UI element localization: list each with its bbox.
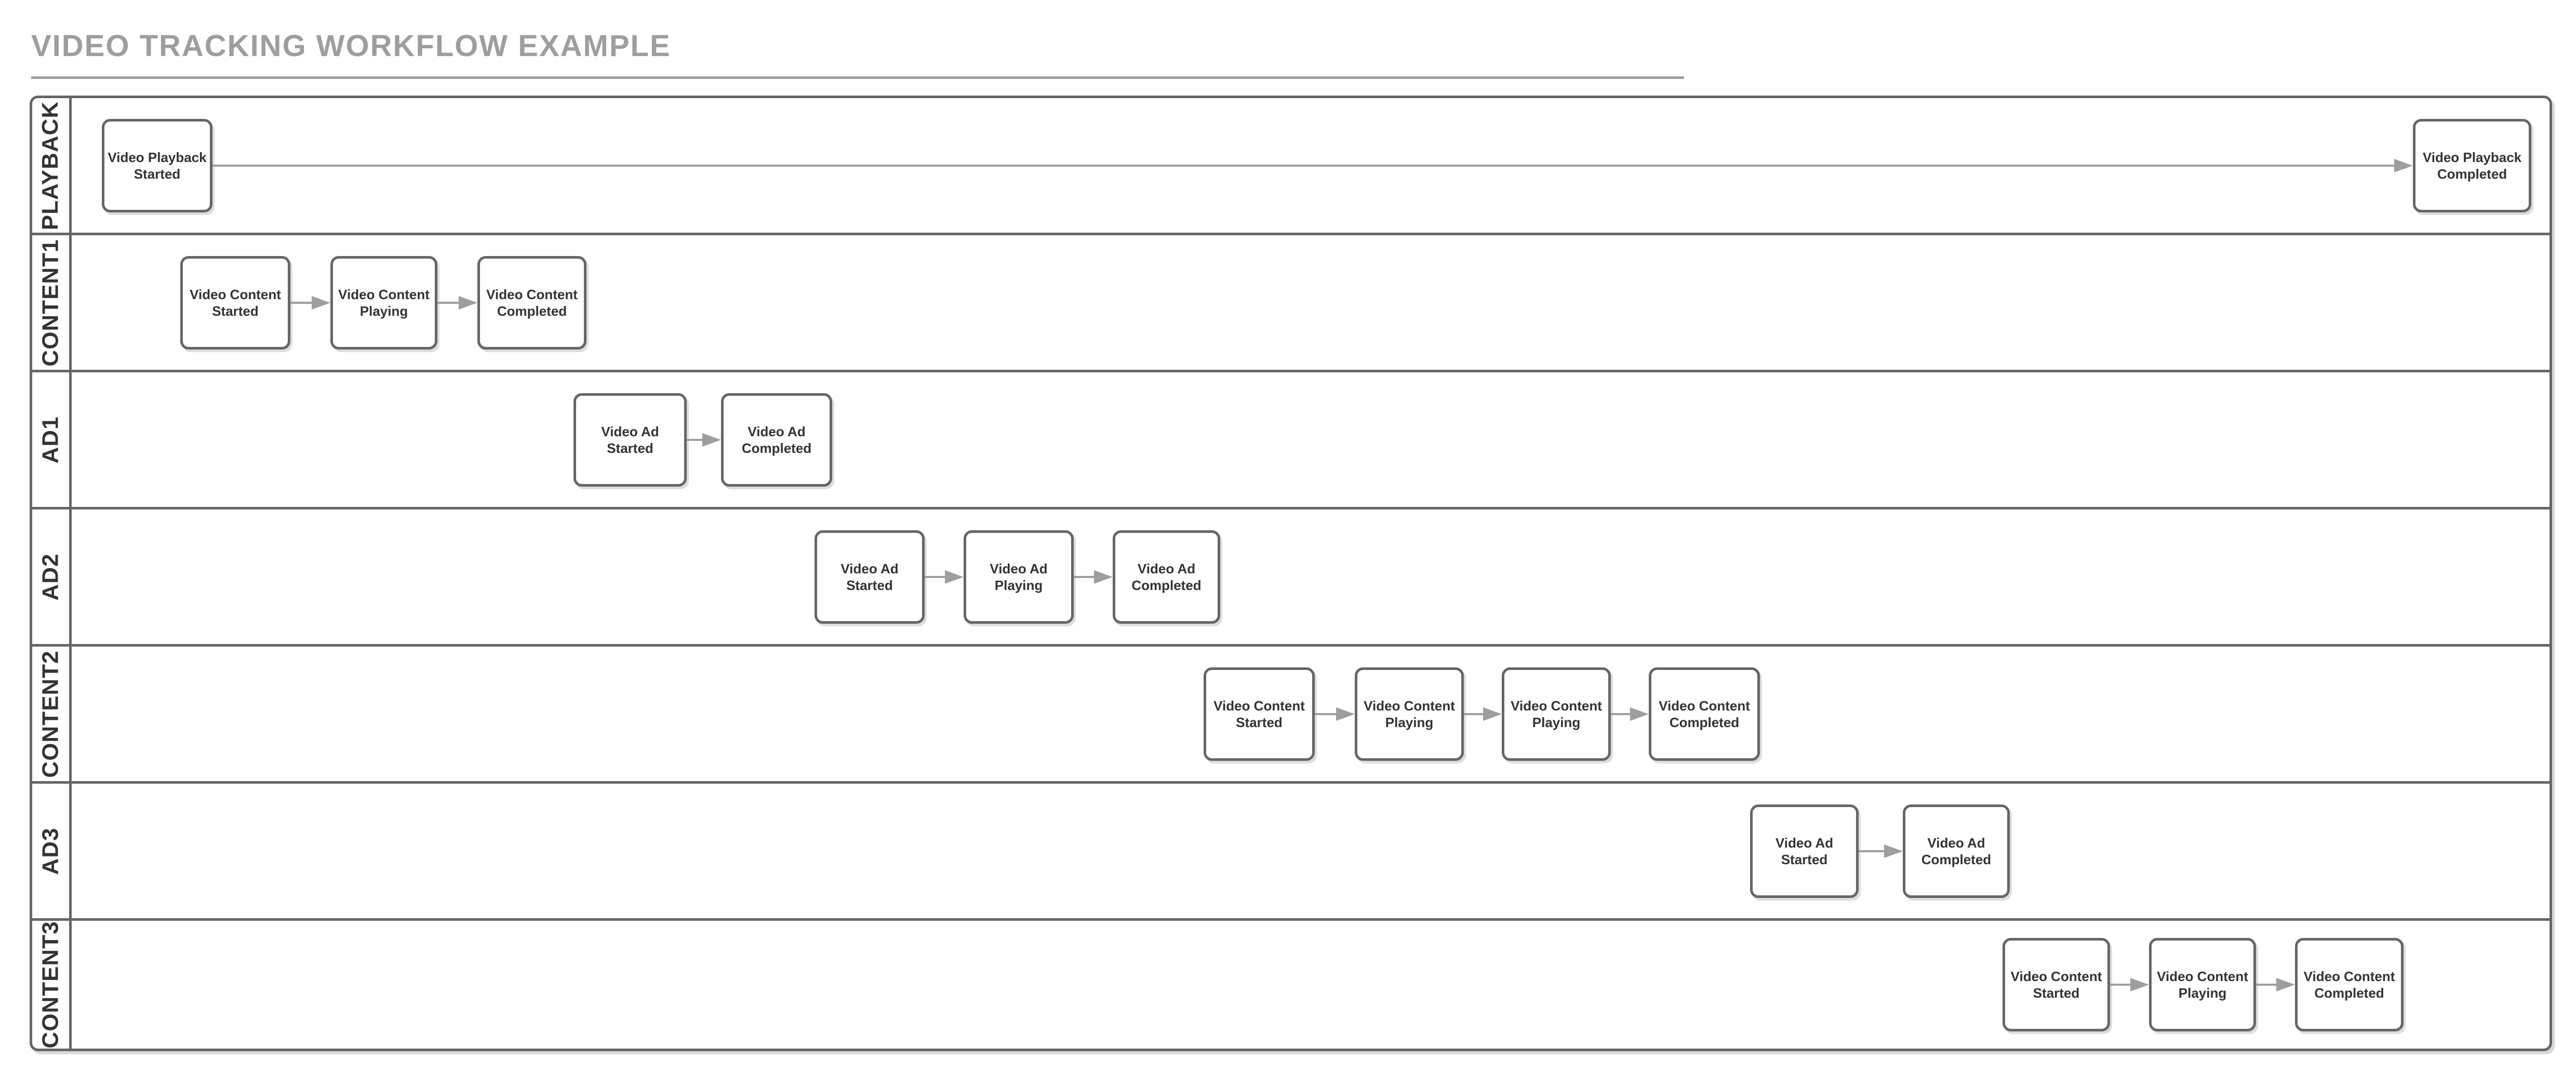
flow-arrow — [1611, 707, 1649, 721]
lane-content: Video Content Started Video Content Playi… — [72, 235, 2550, 370]
arrow-line — [1464, 713, 1487, 715]
workflow-step-box[interactable]: Video Playback Started — [102, 118, 212, 212]
arrowhead-icon — [2276, 978, 2295, 991]
arrowhead-icon — [702, 433, 721, 447]
arrowhead-icon — [1630, 707, 1649, 721]
arrowhead-icon — [1884, 844, 1903, 858]
workflow-step-box[interactable]: Video Content Started — [1204, 667, 1315, 761]
arrowhead-icon — [2130, 978, 2149, 991]
arrowhead-icon — [945, 570, 964, 584]
lane-label: CONTENT3 — [37, 921, 63, 1049]
arrow-line — [925, 575, 949, 578]
flow-arrow — [2110, 978, 2149, 991]
lane-label: AD3 — [37, 827, 63, 875]
lane-label: CONTENT1 — [37, 238, 63, 367]
workflow-step-box[interactable]: Video Ad Started — [1750, 804, 1859, 898]
page-title: VIDEO TRACKING WORKFLOW EXAMPLE — [31, 29, 671, 63]
lane-content: Video Content Started Video Content Playi… — [72, 921, 2550, 1049]
workflow-step-box[interactable]: Video Content Started — [180, 256, 290, 350]
lane-content: Video Content Started Video Content Playi… — [72, 647, 2550, 781]
workflow-step-box[interactable]: Video Ad Playing — [964, 530, 1074, 624]
lane-label-cell: CONTENT2 — [32, 647, 72, 781]
arrow-line — [2256, 984, 2280, 986]
arrowhead-icon — [1483, 707, 1502, 721]
arrow-line — [290, 301, 316, 304]
lane-label: PLAYBACK — [37, 101, 63, 230]
workflow-step-box[interactable]: Video Content Completed — [1649, 667, 1760, 761]
lane-content: Video Ad Started Video Ad Completed — [72, 372, 2550, 507]
flow-arrow — [290, 296, 330, 310]
lane-label-cell: CONTENT3 — [32, 921, 72, 1049]
flow-arrow — [2256, 978, 2295, 991]
lane-label-cell: AD3 — [32, 784, 72, 918]
arrow-line — [1074, 575, 1098, 578]
arrowhead-icon — [312, 296, 330, 310]
workflow-step-box[interactable]: Video Ad Started — [573, 393, 687, 487]
swimlane-row-ad3: AD3 Video Ad Started Video Ad Completed — [32, 784, 2550, 921]
workflow-step-box[interactable]: Video Playback Completed — [2413, 118, 2531, 212]
workflow-step-box[interactable]: Video Ad Completed — [1113, 530, 1220, 624]
arrowhead-icon — [2394, 158, 2413, 172]
workflow-step-box[interactable]: Video Ad Completed — [1903, 804, 2010, 898]
arrowhead-icon — [1336, 707, 1355, 721]
flow-arrow — [212, 158, 2413, 172]
workflow-step-box[interactable]: Video Content Completed — [2295, 938, 2404, 1031]
lane-label: AD2 — [37, 553, 63, 601]
flow-arrow — [1859, 844, 1903, 858]
workflow-step-box[interactable]: Video Ad Started — [815, 530, 925, 624]
arrow-line — [687, 438, 706, 441]
lane-content: Video Playback Started Video Playback Com… — [72, 98, 2550, 233]
lane-label-cell: AD1 — [32, 372, 72, 507]
lane-label: AD1 — [37, 415, 63, 464]
arrow-line — [212, 164, 2398, 167]
workflow-step-box[interactable]: Video Content Playing — [1502, 667, 1611, 761]
workflow-step-box[interactable]: Video Content Completed — [477, 256, 586, 350]
lane-label-cell: AD2 — [32, 509, 72, 644]
arrow-line — [1611, 713, 1634, 715]
flow-arrow — [1315, 707, 1355, 721]
workflow-step-box[interactable]: Video Content Playing — [330, 256, 437, 350]
arrow-line — [437, 301, 463, 304]
swimlane-row-ad1: AD1 Video Ad Started Video Ad Completed — [32, 372, 2550, 509]
title-underline — [31, 76, 1684, 79]
lane-label-cell: PLAYBACK — [32, 98, 72, 233]
workflow-step-box[interactable]: Video Content Playing — [1355, 667, 1464, 761]
workflow-step-box[interactable]: Video Ad Completed — [721, 393, 832, 487]
workflow-step-box[interactable]: Video Content Playing — [2149, 938, 2256, 1031]
lane-content: Video Ad Started Video Ad Completed — [72, 784, 2550, 918]
arrowhead-icon — [1094, 570, 1113, 584]
flow-arrow — [437, 296, 477, 310]
flow-arrow — [925, 570, 964, 584]
lane-label: CONTENT2 — [37, 650, 63, 778]
workflow-step-box[interactable]: Video Content Started — [2003, 938, 2110, 1031]
arrow-line — [1315, 713, 1340, 715]
flow-arrow — [1464, 707, 1502, 721]
lane-label-cell: CONTENT1 — [32, 235, 72, 370]
flow-arrow — [1074, 570, 1113, 584]
lane-content: Video Ad Started Video Ad Playing Video Ad… — [72, 509, 2550, 644]
arrowhead-icon — [459, 296, 477, 310]
flow-arrow — [687, 433, 721, 447]
arrow-line — [2110, 984, 2134, 986]
arrow-line — [1859, 850, 1888, 852]
